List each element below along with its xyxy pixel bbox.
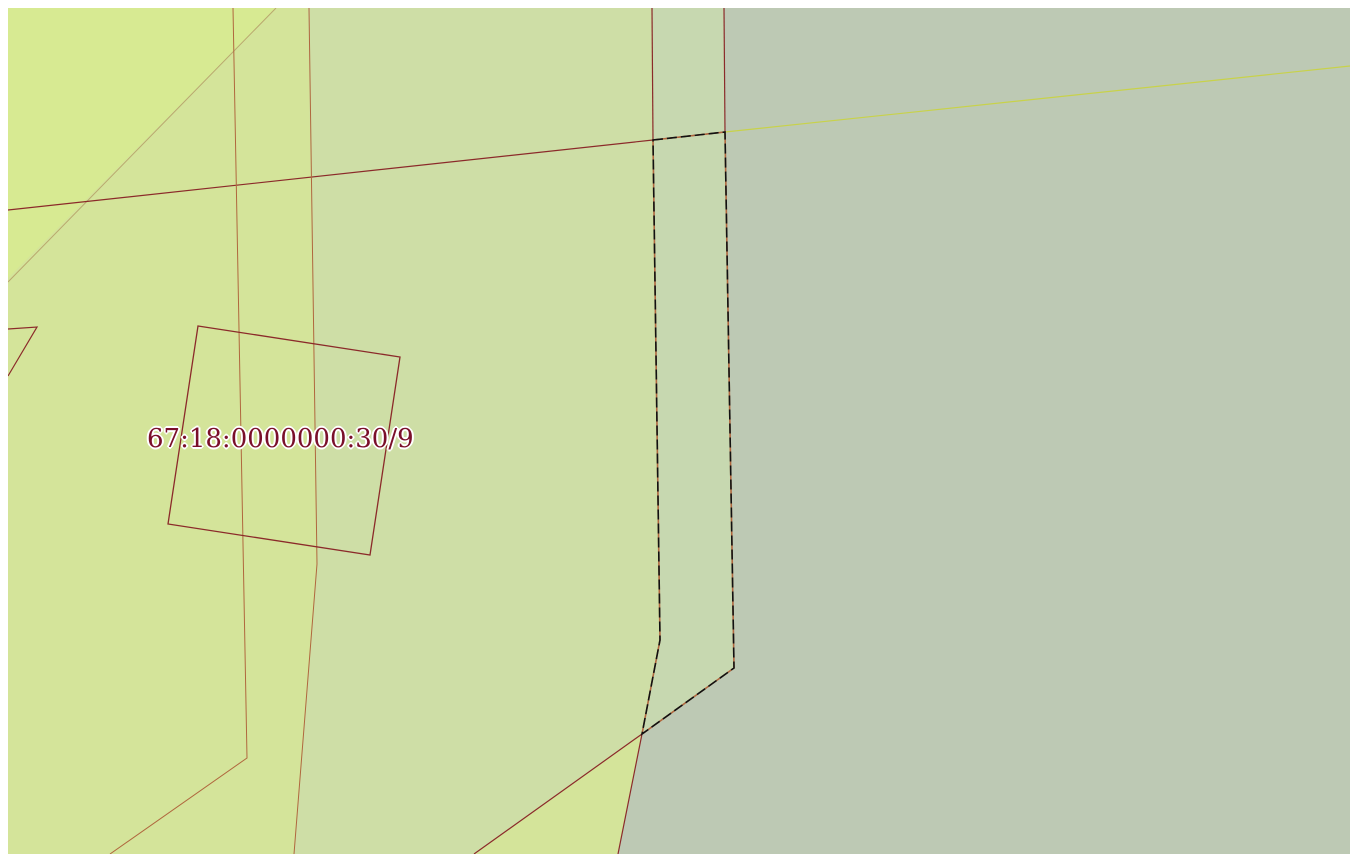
- boundary-middle-vertical: [293, 8, 318, 854]
- upper-left-zone: [8, 8, 276, 278]
- parcel-selected[interactable]: [642, 8, 734, 734]
- map-canvas[interactable]: [8, 8, 1350, 854]
- boundary-lower-steep: [617, 733, 643, 854]
- boundary-selected-top-right: [723, 8, 726, 133]
- parcel-square[interactable]: [167, 325, 401, 556]
- boundary-left-wedge: [8, 326, 39, 377]
- selected-outline-dashed: [640, 131, 735, 736]
- map-viewport[interactable]: 67:18:0000000:30/9: [8, 8, 1350, 854]
- parcel-main[interactable]: [294, 8, 660, 854]
- boundary-left-vertical: [109, 8, 248, 854]
- boundary-selected-top-left: [651, 8, 654, 141]
- boundary-lower-diagonal: [473, 733, 643, 854]
- diagonal-boundary: [8, 8, 277, 283]
- parcel-adjacent-right[interactable]: [618, 8, 1350, 854]
- parcel-number-label: 67:18:0000000:30/9: [147, 424, 414, 454]
- road-line: [724, 65, 1350, 133]
